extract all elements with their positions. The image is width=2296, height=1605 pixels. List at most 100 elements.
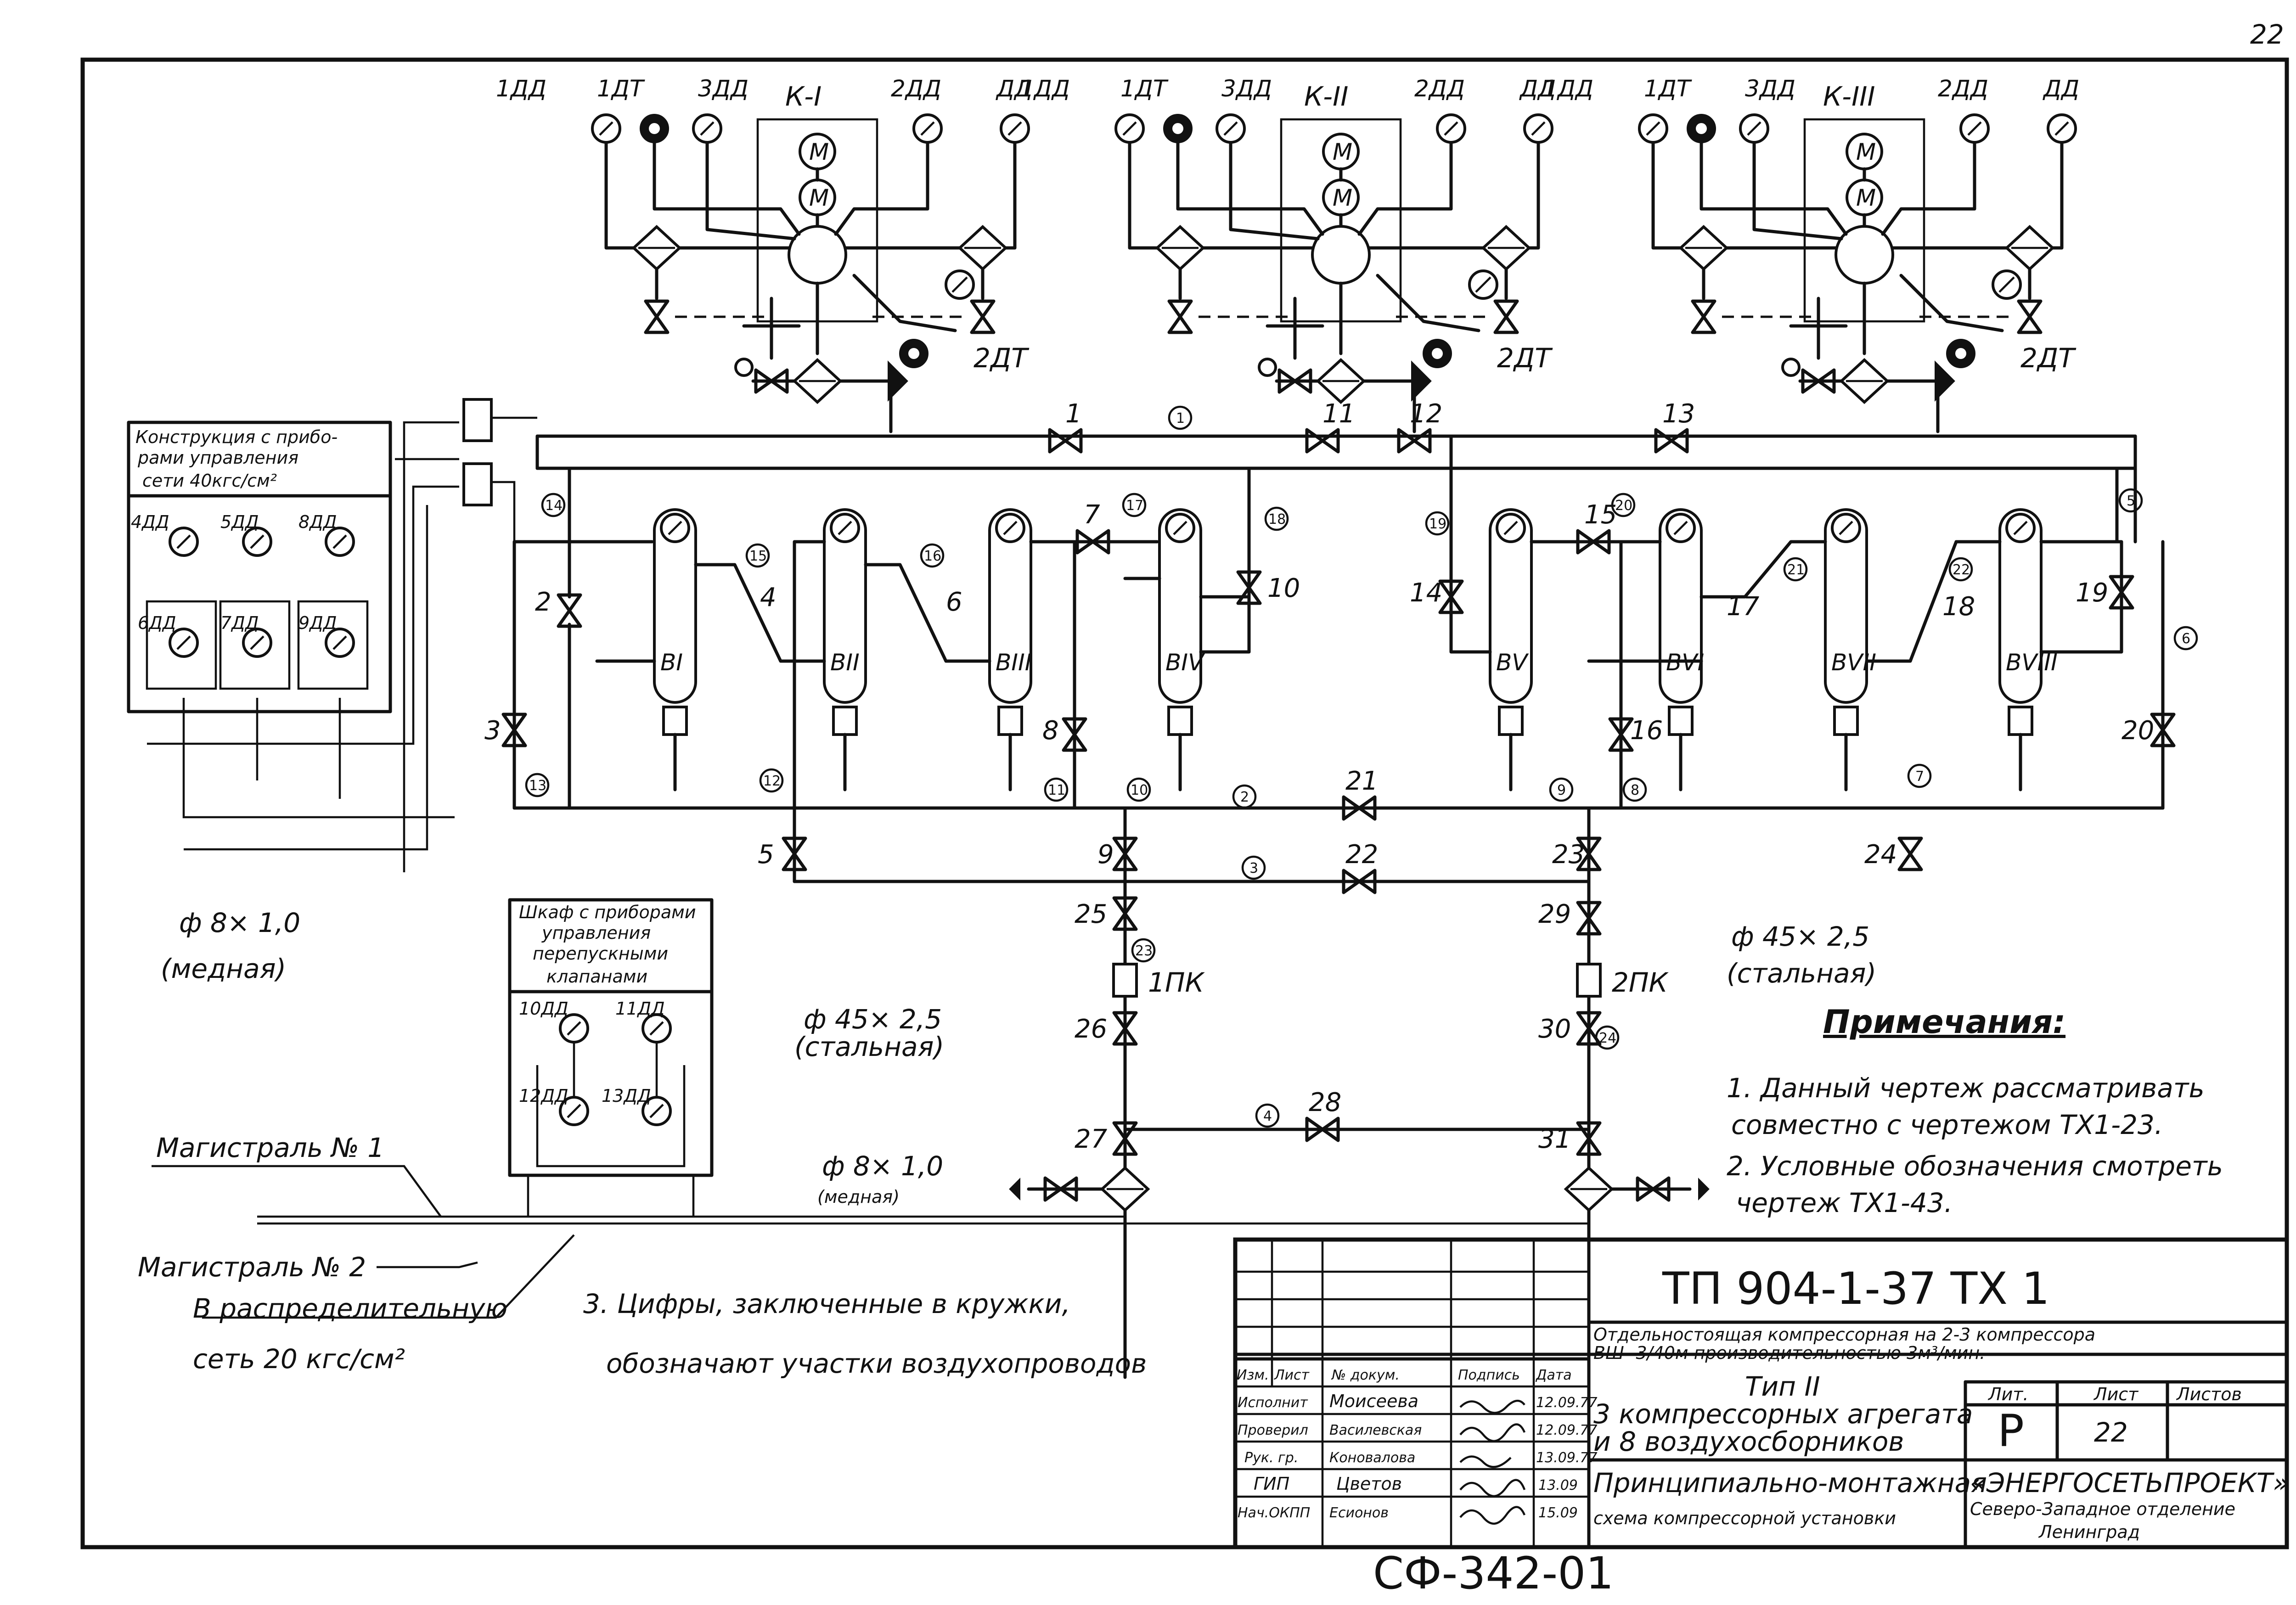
svg-text:2: 2 xyxy=(1240,789,1249,805)
svg-text:М: М xyxy=(1856,139,1876,165)
svg-text:Рук. гр.: Рук. гр. xyxy=(1244,1450,1298,1466)
svg-text:Северо-Западное отделение: Северо-Западное отделение xyxy=(1970,1499,2235,1519)
svg-text:31: 31 xyxy=(1538,1124,1571,1154)
svg-text:2: 2 xyxy=(535,587,551,617)
svg-text:19: 19 xyxy=(1429,516,1446,532)
compressor-k1-label: К-I xyxy=(785,81,822,112)
svg-text:12: 12 xyxy=(1410,399,1442,429)
svg-text:8ДД: 8ДД xyxy=(298,512,337,532)
svg-text:управления: управления xyxy=(541,923,651,943)
svg-text:13: 13 xyxy=(1662,399,1695,429)
svg-text:3 компрессорных агрегата: 3 компрессорных агрегата xyxy=(1593,1398,1973,1430)
svg-text:Нач.ОКПП: Нач.ОКПП xyxy=(1238,1505,1310,1521)
svg-text:21: 21 xyxy=(1787,562,1805,578)
svg-text:13.09: 13.09 xyxy=(1538,1477,1578,1493)
svg-text:4: 4 xyxy=(760,583,777,612)
svg-text:16: 16 xyxy=(1630,716,1663,746)
svg-text:22: 22 xyxy=(1953,562,1970,578)
svg-text:13ДД: 13ДД xyxy=(602,1086,651,1106)
svg-text:26: 26 xyxy=(1075,1014,1107,1044)
svg-text:1: 1 xyxy=(1176,410,1185,427)
svg-text:ВV: ВV xyxy=(1496,649,1529,676)
svg-text:2ПК: 2ПК xyxy=(1612,967,1669,998)
svg-text:10ДД: 10ДД xyxy=(519,999,568,1019)
svg-text:12ДД: 12ДД xyxy=(519,1086,568,1106)
svg-text:1ДД: 1ДД xyxy=(1543,75,1593,102)
svg-text:Моисеева: Моисеева xyxy=(1329,1391,1418,1411)
compressor-k1: М М 2ДТ 1ДД 1ДТ 3ДД 2ДД ДД К-I xyxy=(496,75,1032,433)
bottom-code: СФ-342-01 xyxy=(1373,1548,1614,1599)
svg-text:8: 8 xyxy=(1631,782,1639,798)
svg-text:М: М xyxy=(1333,139,1352,165)
svg-text:Листов: Листов xyxy=(2176,1384,2242,1404)
svg-text:схема компрессорной установки: схема компрессорной установки xyxy=(1593,1508,1896,1528)
svg-text:ф 8× 1,0: ф 8× 1,0 xyxy=(822,1150,943,1182)
svg-text:ВI: ВI xyxy=(660,649,683,676)
svg-text:совместно с чертежом ТХ1-23.: совместно с чертежом ТХ1-23. xyxy=(1731,1109,2163,1140)
svg-text:15: 15 xyxy=(749,548,767,564)
svg-text:3ДД: 3ДД xyxy=(1745,75,1795,102)
svg-text:Василевская: Василевская xyxy=(1329,1422,1422,1438)
left-control-panel: Конструкция с прибо- рами управления сет… xyxy=(127,398,537,872)
section-markers: 1 2 3 4 5 6 7 8 9 10 11 12 13 14 15 16 1… xyxy=(525,405,2198,1128)
svg-text:Дата: Дата xyxy=(1535,1367,1572,1383)
svg-text:2ДД: 2ДД xyxy=(1938,75,1988,102)
svg-text:15.09: 15.09 xyxy=(1538,1505,1578,1521)
svg-text:1: 1 xyxy=(1065,399,1082,429)
svg-text:ДД: ДД xyxy=(996,75,1032,102)
notes: Примечания: 1. Данный чертеж рассматрива… xyxy=(1727,1003,2223,1218)
svg-text:«ЭНЕРГОСЕТЬПРОЕКТ»: «ЭНЕРГОСЕТЬПРОЕКТ» xyxy=(1970,1467,2289,1498)
notes-heading: Примечания: xyxy=(1823,1003,2065,1041)
svg-text:3ДД: 3ДД xyxy=(1221,75,1272,102)
receivers: ВI ВII ВIII ВIV ВV ВVI ВVII ВVIII xyxy=(512,466,2165,810)
svg-text:12: 12 xyxy=(763,773,781,789)
svg-text:и 8 воздухосборников: и 8 воздухосборников xyxy=(1593,1426,1904,1457)
svg-text:9ДД: 9ДД xyxy=(298,613,337,633)
svg-text:1ПК: 1ПК xyxy=(1148,967,1205,998)
svg-text:6ДД: 6ДД xyxy=(138,613,176,633)
svg-text:Изм.: Изм. xyxy=(1237,1367,1269,1383)
svg-text:6: 6 xyxy=(946,587,962,617)
main-line-1-label: Магистраль № 1 xyxy=(156,1132,384,1163)
compressor-k3-label: К-III xyxy=(1823,81,1875,112)
svg-text:Цветов: Цветов xyxy=(1336,1474,1402,1494)
svg-text:9: 9 xyxy=(1097,840,1114,870)
svg-text:12.09.77: 12.09.77 xyxy=(1536,1395,1598,1411)
svg-text:11: 11 xyxy=(1048,782,1065,798)
svg-text:ВII: ВII xyxy=(830,649,860,676)
svg-text:13: 13 xyxy=(529,778,546,794)
svg-text:сеть 20 кгс/см²: сеть 20 кгс/см² xyxy=(193,1343,405,1375)
svg-text:Тип II: Тип II xyxy=(1745,1371,1820,1402)
compressor-k3: М М 2ДТ 1ДД 1ДТ 3ДД 2ДД ДД К-III xyxy=(1543,75,2079,433)
svg-text:22: 22 xyxy=(2094,1417,2128,1448)
svg-text:Проверил: Проверил xyxy=(1238,1422,1308,1438)
svg-text:перепускными: перепускными xyxy=(533,943,668,964)
svg-text:7: 7 xyxy=(1084,500,1100,530)
svg-text:5: 5 xyxy=(758,840,774,870)
svg-text:Исполнит: Исполнит xyxy=(1238,1395,1308,1411)
svg-text:Лит.: Лит. xyxy=(1987,1384,2029,1404)
labels: ф 8× 1,0 (медная) ф 45× 2,5 (стальная) ф… xyxy=(138,907,1876,1379)
svg-text:20: 20 xyxy=(1615,498,1632,514)
svg-text:ф 8× 1,0: ф 8× 1,0 xyxy=(179,907,300,938)
svg-text:22: 22 xyxy=(1345,840,1378,870)
svg-text:М: М xyxy=(1333,185,1352,211)
svg-text:21: 21 xyxy=(1345,766,1378,796)
svg-text:3: 3 xyxy=(1249,860,1258,876)
valves xyxy=(503,430,2174,1232)
main-line-2-label: Магистраль № 2 xyxy=(138,1251,366,1283)
svg-text:24: 24 xyxy=(1599,1030,1616,1046)
svg-text:17: 17 xyxy=(1727,592,1760,622)
page-number: 22 xyxy=(2250,19,2284,50)
svg-text:Подпись: Подпись xyxy=(1458,1367,1520,1383)
svg-text:Конструкция с прибо-: Конструкция с прибо- xyxy=(135,427,338,447)
svg-text:4ДД: 4ДД xyxy=(131,512,169,532)
main-lines xyxy=(152,1165,1589,1319)
svg-text:12.09.77: 12.09.77 xyxy=(1536,1422,1598,1438)
svg-text:ВVIII: ВVIII xyxy=(2006,649,2058,676)
svg-text:Коновалова: Коновалова xyxy=(1329,1450,1415,1466)
svg-text:(стальная): (стальная) xyxy=(1727,958,1876,989)
svg-text:24: 24 xyxy=(1864,840,1897,870)
svg-text:3ДД: 3ДД xyxy=(698,75,748,102)
